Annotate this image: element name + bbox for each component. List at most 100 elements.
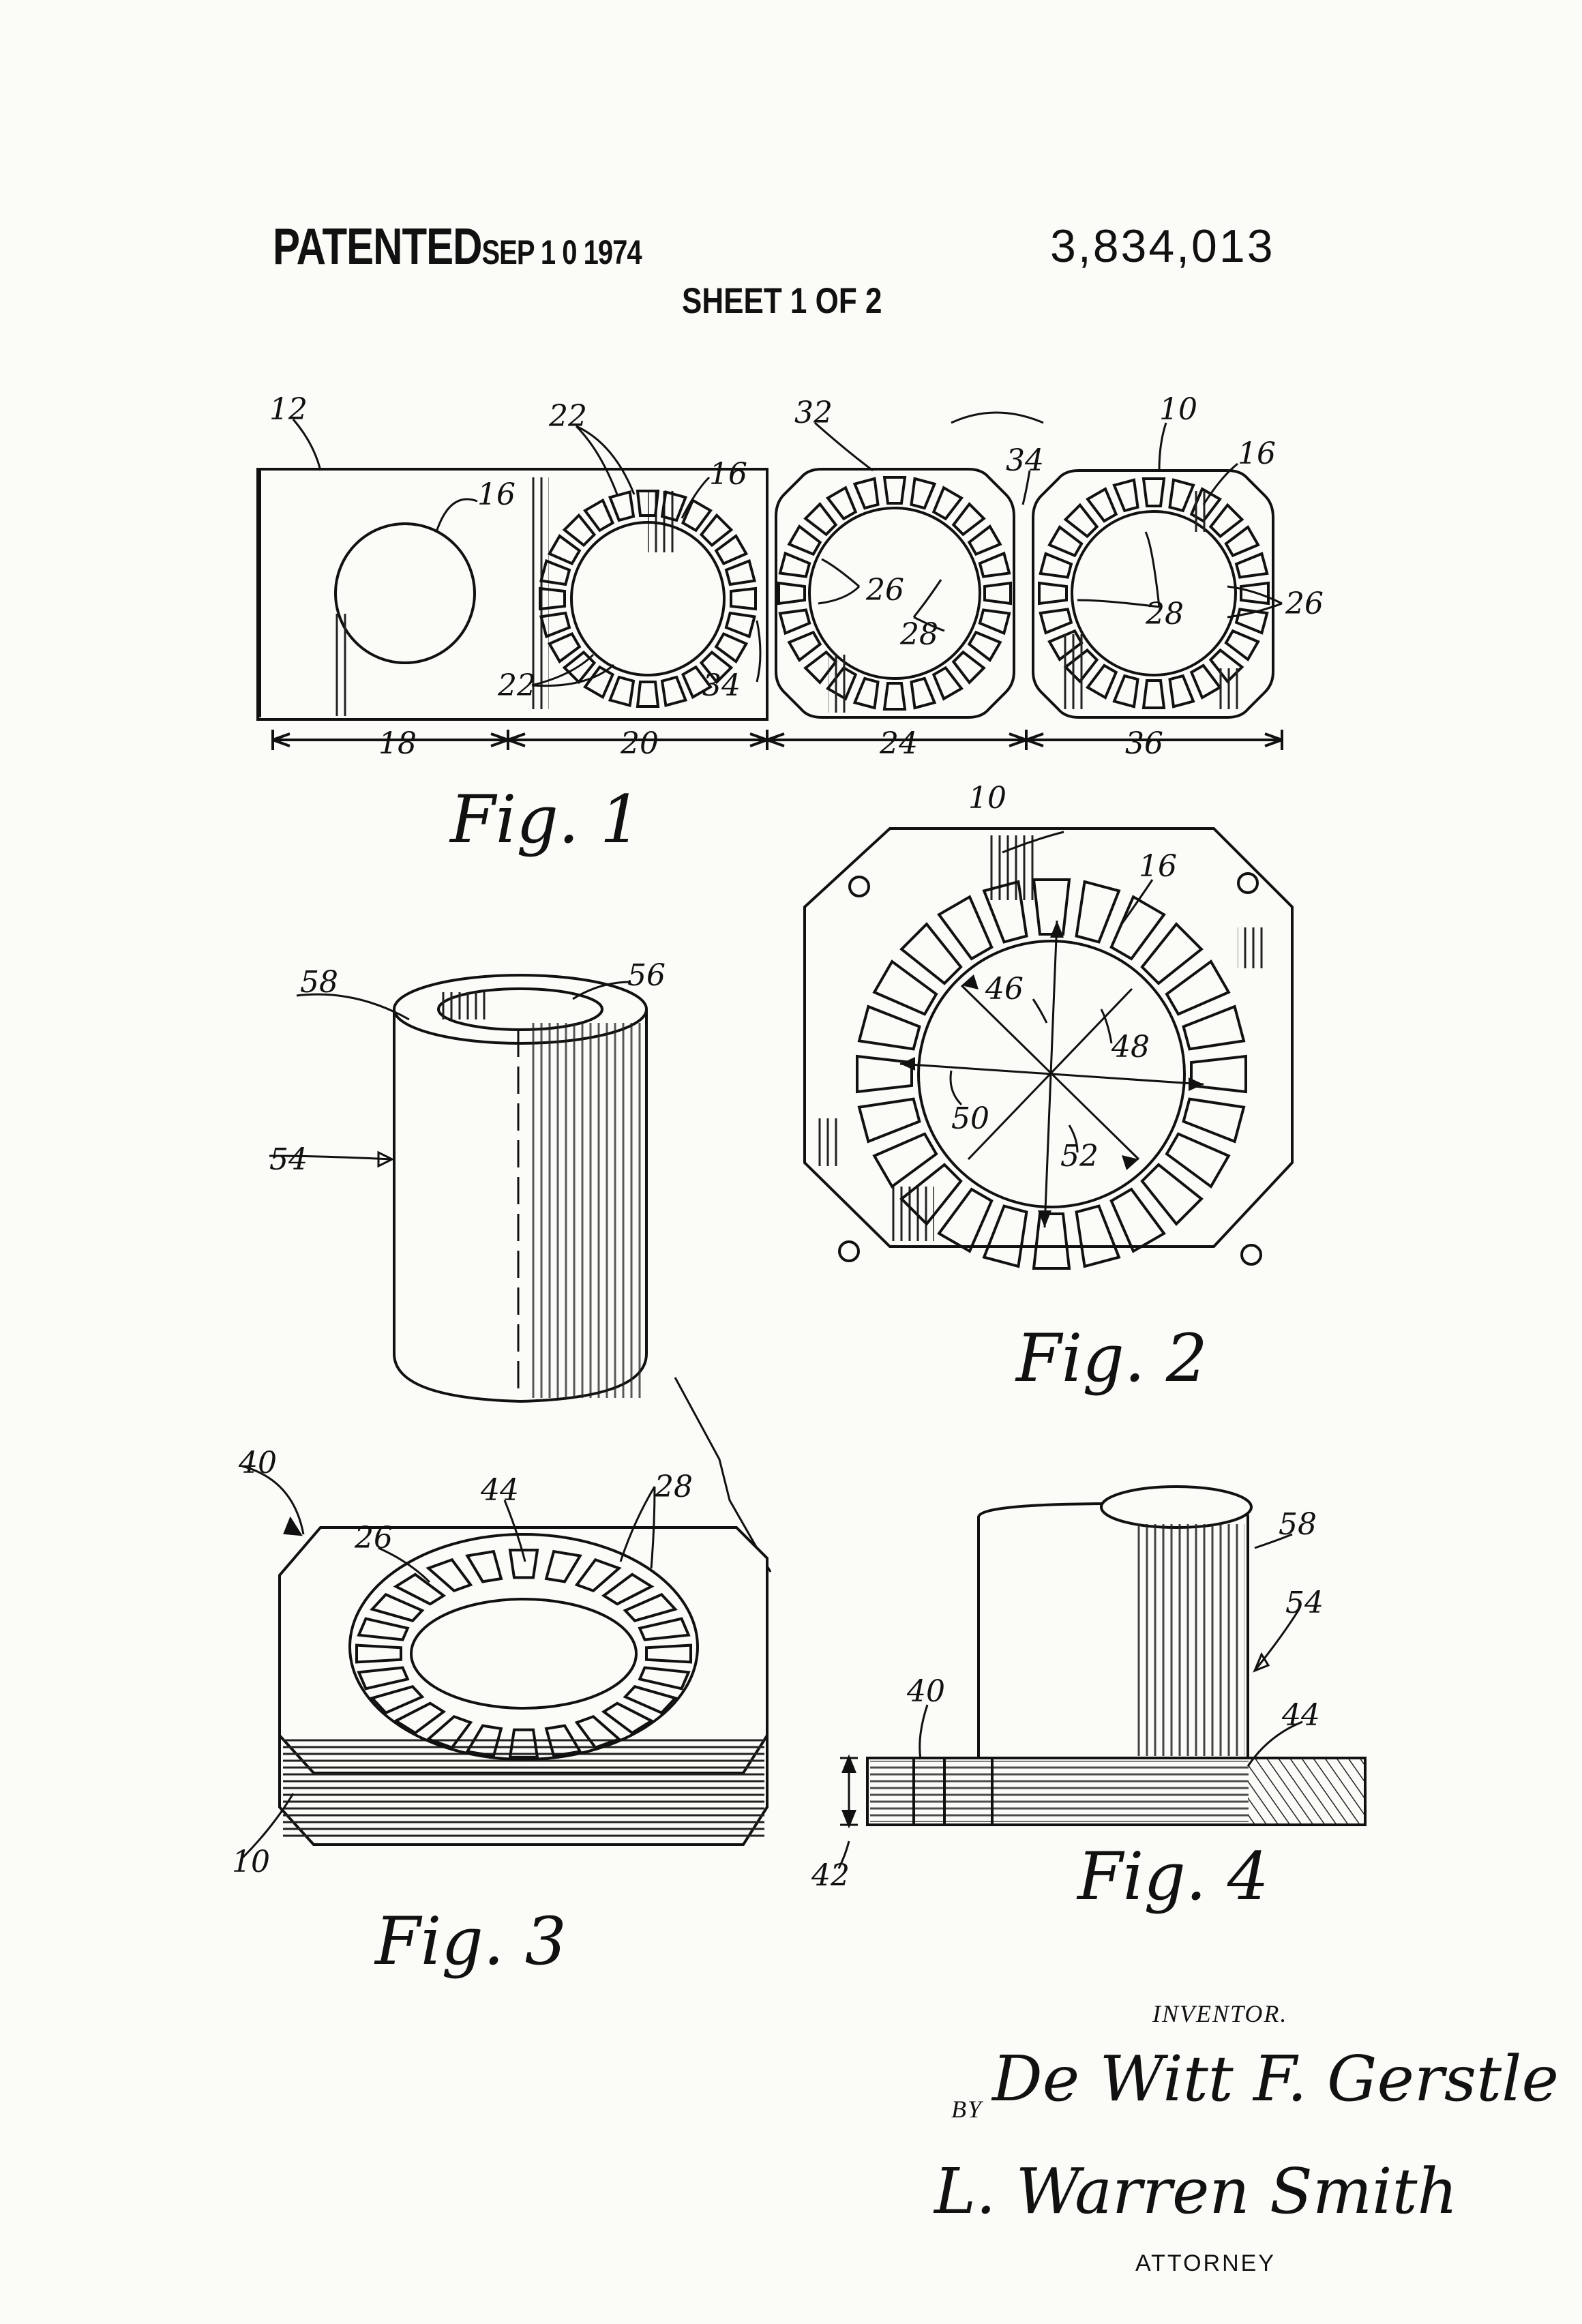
stator-slot [934, 668, 961, 698]
label-16-hole: 16 [477, 477, 516, 512]
label-dim-20: 20 [620, 726, 659, 761]
figure-1-labels: 12 22 16 16 22 34 32 26 28 34 10 16 28 2… [269, 392, 1324, 858]
stator-slot [1034, 880, 1069, 934]
stator-slot [731, 589, 756, 609]
label-44-fig4: 44 [1281, 1698, 1320, 1733]
label-58-top: 58 [300, 965, 338, 1000]
label-46: 46 [985, 972, 1024, 1007]
stator-slot [789, 526, 820, 554]
attorney-signature: L. Warren Smith [933, 2155, 1458, 2228]
stator-slot [585, 667, 613, 697]
stator-slot [912, 479, 935, 508]
stator-slot [585, 501, 613, 531]
label-16-strip: 16 [709, 457, 747, 492]
stator-slot [1170, 676, 1194, 706]
label-40-fig3: 40 [238, 1446, 277, 1480]
stator-slot [780, 610, 809, 634]
figure-3-stack [242, 1466, 767, 1858]
stator-slot [550, 634, 580, 662]
stator-slot [1191, 1056, 1246, 1092]
label-16-blank: 16 [1238, 436, 1276, 471]
stator-slot [859, 1007, 919, 1049]
label-22-top: 22 [548, 399, 587, 434]
stator-slot [1077, 1206, 1119, 1266]
stator-slot [1088, 666, 1116, 698]
stator-slot [985, 583, 1011, 604]
label-58-fig4: 58 [1279, 1507, 1317, 1542]
stator-slot [980, 554, 1009, 577]
stator-slot [884, 683, 905, 709]
stator-slot [550, 536, 580, 564]
stator-slot [859, 1099, 919, 1142]
figure-2-lamination [805, 829, 1292, 1268]
label-44-fig3: 44 [480, 1473, 519, 1508]
stator-slot [1236, 554, 1267, 578]
fig-1-caption: Fig. 1 [449, 781, 642, 858]
stator-slot [1041, 610, 1071, 634]
stator-slot [984, 1206, 1026, 1266]
stator-slot [1184, 1007, 1244, 1049]
label-50: 50 [951, 1101, 989, 1136]
label-10-fig3: 10 [232, 1845, 270, 1879]
label-48: 48 [1111, 1030, 1150, 1064]
signature-block: INVENTOR. De Witt F. Gerstle BY L. Warre… [933, 2000, 1559, 2276]
stator-slot [828, 488, 856, 518]
label-10-fig2: 10 [968, 781, 1006, 816]
label-16-fig2: 16 [1139, 849, 1177, 884]
stator-slot [1088, 489, 1116, 521]
stator-slot [855, 479, 878, 508]
label-28-mid: 28 [899, 617, 938, 652]
label-26-blank: 26 [1285, 586, 1324, 621]
stator-slot [857, 1056, 912, 1092]
by-label: BY [951, 2096, 984, 2123]
stator-slot [683, 501, 711, 531]
stator-slot [953, 504, 984, 535]
stator-slot [969, 526, 1000, 554]
stator-slot [1170, 480, 1194, 511]
stator-slot [1066, 505, 1097, 537]
sleeve-cylinder [269, 975, 771, 1572]
stator-slot [565, 516, 595, 546]
fig-4-caption: Fig. 4 [1076, 1838, 1269, 1915]
stator-slot [969, 632, 1000, 660]
stator-slot [1144, 681, 1164, 708]
label-54-top: 54 [269, 1142, 308, 1177]
stator-slot [662, 677, 685, 706]
label-28-fig3: 28 [654, 1470, 693, 1504]
label-22-bottom: 22 [497, 668, 536, 703]
stator-slot [1226, 631, 1258, 659]
stator-slot [1041, 554, 1071, 578]
fig-2-caption: Fig. 2 [1015, 1320, 1208, 1397]
stator-slot [980, 610, 1009, 634]
label-dim-24: 24 [879, 726, 918, 761]
stator-slot [884, 477, 905, 503]
stator-slot [1114, 480, 1138, 511]
label-52: 52 [1060, 1139, 1099, 1174]
stator-slot [779, 583, 805, 604]
stator-slot [1226, 527, 1258, 556]
stator-slot [1184, 1099, 1244, 1142]
label-10-blank: 10 [1159, 392, 1197, 427]
label-26-fig3: 26 [354, 1521, 393, 1555]
stator-slot [855, 679, 878, 708]
stator-slot [805, 504, 836, 535]
attorney-label: ATTORNEY [1135, 2250, 1276, 2276]
stator-slot [610, 492, 633, 521]
stator-slot [1144, 479, 1164, 506]
stator-slot [726, 561, 755, 584]
label-28-blank: 28 [1145, 597, 1184, 631]
stator-slot [1077, 882, 1119, 942]
stator-slot [1039, 583, 1066, 604]
inventor-signature: De Witt F. Gerstle [991, 2042, 1559, 2115]
figure-1-strip [258, 413, 1282, 750]
stator-slot [1034, 1214, 1069, 1268]
fig-3-caption: Fig. 3 [374, 1903, 567, 1980]
stator-slot [1049, 527, 1081, 556]
label-54-fig4: 54 [1285, 1585, 1324, 1620]
label-56: 56 [627, 958, 666, 993]
label-12: 12 [269, 392, 308, 427]
label-dim-18: 18 [378, 726, 417, 761]
label-34-strip: 34 [702, 668, 741, 703]
